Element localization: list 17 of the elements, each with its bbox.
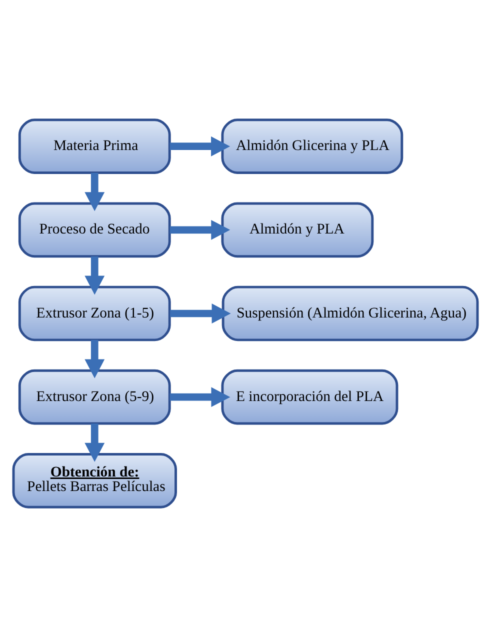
node-box: Extrusor Zona (5-9) [18, 369, 171, 425]
arrow [170, 136, 230, 156]
arrow [84, 424, 105, 462]
node-box: Obtención de: Pellets Barras Películas [12, 453, 177, 508]
node-box: Materia Prima [18, 118, 171, 174]
node-box: Suspensión (Almidón Glicerina, Agua) [222, 286, 479, 342]
node-box: Proceso de Secado [18, 202, 171, 258]
node-box: E incorporación del PLA [221, 369, 398, 425]
node-box: Extrusor Zona (1-5) [18, 286, 171, 342]
arrow [170, 304, 231, 324]
arrow [170, 220, 230, 240]
node-box: Almidón y PLA [221, 202, 374, 258]
arrow [84, 340, 105, 378]
arrow [84, 172, 105, 212]
node-box: Almidón Glicerina y PLA [221, 118, 404, 174]
arrow [84, 256, 105, 295]
arrow [170, 387, 230, 408]
